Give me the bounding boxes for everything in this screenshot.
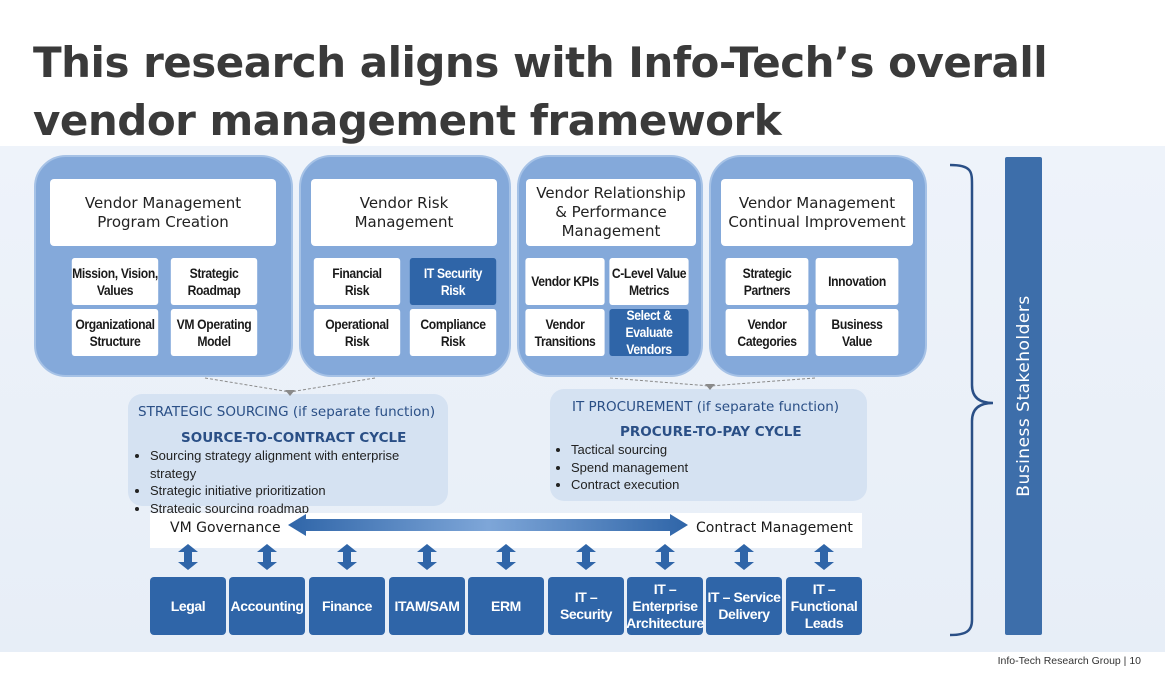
list-item: Tactical sourcing: [571, 441, 688, 459]
double-arrow-icon: [417, 544, 437, 570]
it-procurement-box: IT PROCUREMENT (if separate function) PR…: [550, 389, 867, 501]
cell-business-value: Business Value: [815, 309, 899, 356]
panel-continual-improvement: Vendor Management Continual Improvement …: [709, 155, 927, 377]
vm-governance-label: VM Governance: [170, 520, 281, 536]
cell-vendor-categories: Vendor Categories: [725, 309, 809, 356]
footer: Info-Tech Research Group | 10: [997, 655, 1141, 667]
page-title-line-1: This research aligns with Info-Tech’s ov…: [33, 38, 1048, 87]
business-stakeholders-label: Business Stakeholders: [1013, 295, 1034, 497]
double-arrow-icon: [655, 544, 675, 570]
list-item: Spend management: [571, 459, 688, 477]
cell-financial-risk: Financial Risk: [313, 258, 401, 305]
dept-it-functional-leads: IT – Functional Leads: [786, 577, 862, 635]
dept-legal: Legal: [150, 577, 226, 635]
page-title: This research aligns with Info-Tech’s ov…: [33, 34, 1048, 150]
connector-arrowhead: [705, 384, 715, 390]
panel-title: Vendor Relationship & Performance Manage…: [526, 179, 696, 246]
panel-title: Vendor Management Program Creation: [50, 179, 276, 246]
double-arrow-icon: [337, 544, 357, 570]
cell-vm-operating-model: VM Operating Model: [170, 309, 258, 356]
dept-accounting: Accounting: [229, 577, 305, 635]
strategic-sourcing-bullets: Sourcing strategy alignment with enterpr…: [136, 447, 448, 517]
cell-operational-risk: Operational Risk: [313, 309, 401, 356]
connector-line: [709, 377, 816, 387]
stakeholder-brace: [949, 163, 994, 637]
connector-line: [289, 377, 376, 393]
it-procurement-subtitle: PROCURE-TO-PAY CYCLE: [620, 424, 802, 440]
cell-vendor-kpis: Vendor KPIs: [525, 258, 605, 305]
business-stakeholders-bar: Business Stakeholders: [1005, 157, 1042, 635]
cell-strategic-roadmap: Strategic Roadmap: [170, 258, 258, 305]
cell-c-level-value-metrics: C-Level Value Metrics: [609, 258, 689, 305]
list-item: Contract execution: [571, 476, 688, 494]
connector-arrowhead: [285, 390, 295, 396]
page-title-line-2: vendor management framework: [33, 96, 782, 145]
it-procurement-title: IT PROCUREMENT (if separate function): [572, 399, 840, 415]
cell-compliance-risk: Compliance Risk: [409, 309, 497, 356]
cell-organizational-structure: Organizational Structure: [71, 309, 159, 356]
dept-it-enterprise-architecture: IT – Enterprise Architecture: [626, 577, 704, 635]
list-item: Strategic sourcing roadmap: [150, 500, 448, 518]
it-procurement-bullets: Tactical sourcing Spend management Contr…: [557, 441, 688, 494]
cell-strategic-partners: Strategic Partners: [725, 258, 809, 305]
double-arrow-icon: [178, 544, 198, 570]
double-arrow-icon: [496, 544, 516, 570]
connector-line: [204, 377, 291, 393]
list-item: Strategic initiative prioritization: [150, 482, 448, 500]
cell-innovation: Innovation: [815, 258, 899, 305]
strategic-sourcing-subtitle: SOURCE-TO-CONTRACT CYCLE: [181, 430, 407, 446]
cell-select-evaluate-vendors: Select & Evaluate Vendors: [609, 308, 689, 357]
double-arrow-icon: [257, 544, 277, 570]
strategic-sourcing-box: STRATEGIC SOURCING (if separate function…: [128, 394, 448, 516]
dept-itam-sam: ITAM/SAM: [389, 577, 465, 635]
cell-mission-vision-values: Mission, Vision, Values: [71, 258, 158, 305]
cell-it-security-risk: IT Security Risk: [409, 258, 497, 305]
dept-it-service-delivery: IT – Service Delivery: [706, 577, 782, 635]
department-arrows: [178, 544, 834, 570]
double-arrow-icon: [734, 544, 754, 570]
cell-vendor-transitions: Vendor Transitions: [525, 309, 605, 356]
double-arrow-icon: [576, 544, 596, 570]
panel-title: Vendor Management Continual Improvement: [721, 179, 913, 246]
panel-title: Vendor Risk Management: [311, 179, 497, 246]
governance-double-arrow: [288, 514, 688, 536]
dept-erm: ERM: [468, 577, 544, 635]
contract-management-label: Contract Management: [696, 520, 853, 536]
list-item: Sourcing strategy alignment with enterpr…: [150, 447, 448, 482]
dept-finance: Finance: [309, 577, 385, 635]
panel-relationship-performance: Vendor Relationship & Performance Manage…: [517, 155, 703, 377]
panel-program-creation: Vendor Management Program Creation Missi…: [34, 155, 293, 377]
panel-risk-management: Vendor Risk Management Financial Risk IT…: [299, 155, 511, 377]
connector-line: [609, 377, 711, 387]
dept-it-security: IT – Security: [548, 577, 624, 635]
double-arrow-icon: [814, 544, 834, 570]
strategic-sourcing-title: STRATEGIC SOURCING (if separate function…: [138, 404, 436, 420]
